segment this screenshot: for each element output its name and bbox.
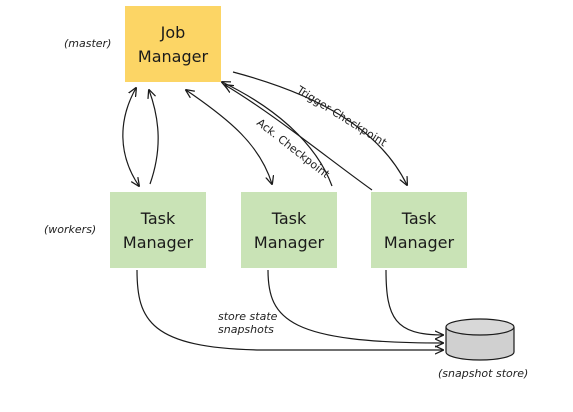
task-manager-box [110, 192, 206, 268]
store-arrow-tm1 [136, 269, 443, 350]
store-state-label: store state [218, 310, 278, 323]
ack-arrow-tm3 [225, 85, 373, 191]
task-manager-line2: Manager [384, 233, 455, 252]
master-label: (master) [64, 37, 111, 50]
job-manager-line2: Manager [138, 47, 209, 66]
task-manager-line2: Manager [123, 233, 194, 252]
job-manager-box [125, 6, 221, 82]
task-manager-box [371, 192, 467, 268]
job-manager-line1: Job [160, 23, 186, 42]
store-arrow-tm3 [385, 269, 443, 335]
task-manager-box [241, 192, 337, 268]
trigger-checkpoint-label: Trigger Checkpoint [294, 83, 390, 150]
workers-label: (workers) [44, 223, 96, 236]
trigger-arrow-tm2 [186, 90, 272, 184]
store-arrow-tm2 [267, 269, 443, 343]
task-manager-node-3: Task Manager [371, 192, 467, 268]
trigger-arrow-tm1 [122, 88, 139, 186]
task-manager-line1: Task [401, 209, 437, 228]
ack-arrow-tm1 [149, 90, 159, 185]
snapshots-label: snapshots [218, 323, 274, 336]
ack-arrow-tm2 [222, 82, 333, 187]
snapshot-store-label: (snapshot store) [438, 367, 528, 380]
database-cylinder-icon [445, 318, 515, 361]
task-manager-node-2: Task Manager [241, 192, 337, 268]
task-manager-line1: Task [140, 209, 176, 228]
job-manager-node: Job Manager [125, 6, 221, 82]
trigger-arrow-tm3 [232, 71, 407, 185]
task-manager-line1: Task [271, 209, 307, 228]
task-manager-line2: Manager [254, 233, 325, 252]
ack-checkpoint-label: Ack. Checkpoint [254, 116, 332, 181]
task-manager-node-1: Task Manager [110, 192, 206, 268]
